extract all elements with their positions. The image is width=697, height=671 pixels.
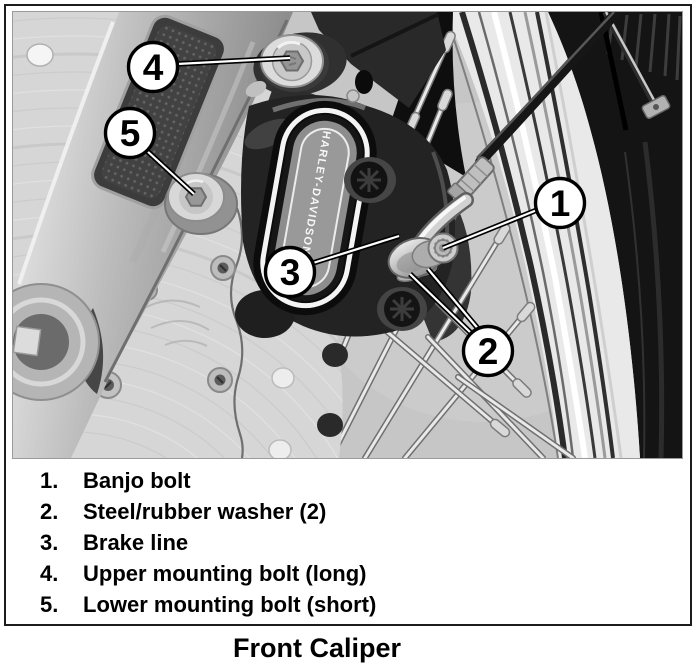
callout-5: 5	[103, 106, 196, 197]
caliper-bracket	[311, 12, 446, 108]
legend-item-label: Brake line	[83, 530, 189, 555]
callout-1-number: 1	[550, 183, 571, 224]
callout-3: 3	[263, 233, 400, 299]
lower-mounting-bolt	[164, 172, 238, 235]
wheel-rim	[444, 12, 640, 458]
control-rod	[602, 12, 671, 119]
front-axle	[13, 283, 104, 401]
upper-mounting-bolt	[259, 34, 329, 92]
bleeder-cap	[355, 70, 373, 94]
callout-5-number: 5	[120, 113, 141, 154]
callout-2: 2	[408, 267, 515, 378]
legend-item-label: Banjo bolt	[83, 468, 191, 493]
rotor-gap-line	[229, 207, 244, 458]
legend-item-number: 3.	[40, 530, 59, 555]
legend-item-label: Lower mounting bolt (short)	[83, 592, 377, 617]
callout-4: 4	[126, 40, 291, 94]
legend-item-label: Upper mounting bolt (long)	[83, 561, 367, 586]
figure-border-box: HARLEY-DAVIDSON USA	[4, 4, 692, 626]
legend-item: 3. Brake line	[40, 527, 376, 558]
callout-4-number: 4	[143, 47, 164, 88]
callout-2-number: 2	[478, 331, 499, 372]
pad-pin-lower	[377, 287, 427, 331]
legend-item: 4. Upper mounting bolt (long)	[40, 558, 376, 589]
figure-legend: 1. Banjo bolt 2. Steel/rubber washer (2)…	[40, 465, 376, 620]
legend-item-number: 5.	[40, 592, 59, 617]
front-caliper-photo: HARLEY-DAVIDSON USA	[12, 11, 683, 459]
callout-1: 1	[441, 176, 587, 251]
legend-item-number: 4.	[40, 561, 59, 586]
pad-pin-upper	[344, 157, 396, 203]
tire	[548, 12, 682, 458]
legend-item: 2. Steel/rubber washer (2)	[40, 496, 376, 527]
figure-caption: Front Caliper	[232, 633, 401, 663]
legend-item: 1. Banjo bolt	[40, 465, 376, 496]
callouts: 4 5 3	[103, 40, 587, 378]
legend-item-number: 1.	[40, 468, 59, 493]
legend-item: 5. Lower mounting bolt (short)	[40, 589, 376, 620]
legend-item-label: Steel/rubber washer (2)	[83, 499, 327, 524]
callout-3-number: 3	[280, 252, 301, 293]
legend-item-number: 2.	[40, 499, 59, 524]
